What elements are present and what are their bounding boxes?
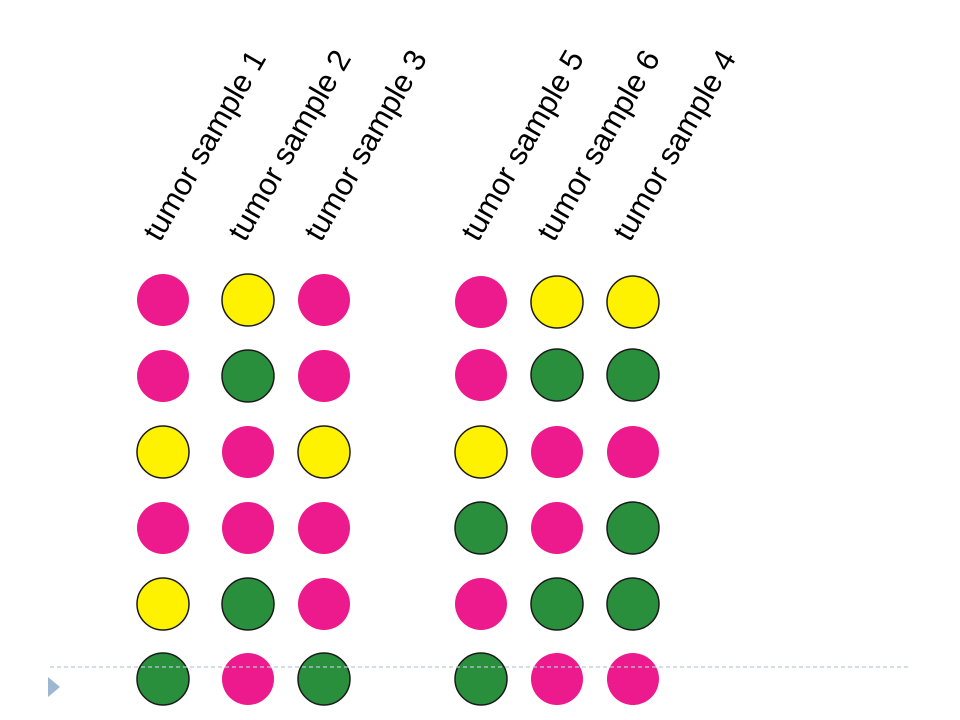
sample-dot-green (297, 652, 351, 706)
sample-dot-pink (222, 426, 274, 478)
triangle-right-icon (48, 677, 60, 697)
sample-dot-green (454, 501, 508, 555)
sample-dot-pink (531, 502, 583, 554)
sample-dot-pink (137, 350, 189, 402)
sample-dot-green (221, 349, 275, 403)
sample-dot-yellow (606, 275, 660, 329)
sample-dot-pink (607, 426, 659, 478)
sample-dot-pink (298, 350, 350, 402)
sample-dot-yellow (530, 275, 584, 329)
sample-dot-yellow (136, 425, 190, 479)
sample-dot-pink (137, 274, 189, 326)
sample-dot-pink (137, 502, 189, 554)
sample-dot-yellow (221, 273, 275, 327)
sample-dot-green (454, 652, 508, 706)
sample-dot-pink (455, 276, 507, 328)
sample-dot-green (606, 348, 660, 402)
sample-dot-green (606, 501, 660, 555)
sample-dot-yellow (136, 577, 190, 631)
sample-dot-yellow (454, 425, 508, 479)
sample-dot-green (530, 577, 584, 631)
sample-dot-green (606, 577, 660, 631)
sample-dot-pink (531, 653, 583, 705)
sample-dot-green (136, 652, 190, 706)
sample-dot-pink (455, 349, 507, 401)
sample-dot-pink (298, 502, 350, 554)
sample-dot-green (221, 577, 275, 631)
sample-dot-pink (531, 426, 583, 478)
sample-dot-pink (298, 578, 350, 630)
sample-dot-green (530, 348, 584, 402)
sample-dot-pink (455, 578, 507, 630)
sample-dot-pink (222, 502, 274, 554)
sample-dot-pink (607, 653, 659, 705)
sample-dot-grid (136, 273, 660, 706)
sample-dot-pink (222, 653, 274, 705)
sample-dot-pink (298, 274, 350, 326)
sample-dot-yellow (297, 425, 351, 479)
